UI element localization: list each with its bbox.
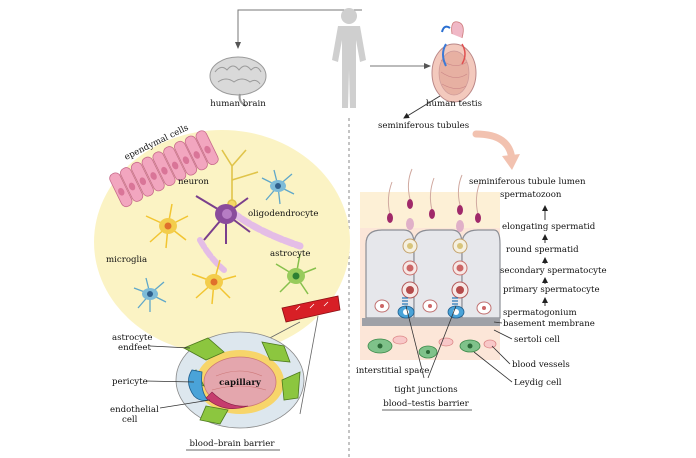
endothelial-pointer	[159, 399, 211, 409]
lumen-label: seminiferous tubule lumen	[469, 177, 586, 187]
microglia-label: microglia	[106, 255, 147, 265]
zoom-line-right	[299, 315, 319, 415]
blood-vessels-label: blood vessels	[512, 360, 570, 370]
spermatogenesis-stage-labels: spermatozoon elongating spermatid round …	[500, 190, 607, 318]
stage-label-spermatogonium: spermatogonium	[503, 308, 577, 318]
astrocyte-green	[275, 253, 317, 295]
sertoli-pointer	[493, 329, 513, 340]
pericyte-pointer	[145, 380, 195, 383]
astrocyte-endfeet-label-line1: astrocyte	[112, 333, 152, 343]
endothelial-label-line1: endothelial	[110, 405, 159, 415]
human-brain-icon	[209, 56, 267, 107]
tight-junctions	[402, 297, 458, 305]
interstitial-space-label: interstitial space	[356, 366, 429, 376]
basement-membrane-label: basement membrane	[503, 319, 595, 329]
oligodendrocyte-cell	[195, 195, 251, 244]
stage-label-secondary-spermatocyte: secondary spermatocyte	[500, 266, 607, 276]
leydig-pointer	[473, 351, 513, 383]
stage-label-primary-spermatocyte: primary spermatocyte	[503, 285, 600, 295]
germ-cell-column-right	[422, 174, 492, 319]
stage-label-spermatozoon: spermatozoon	[500, 190, 562, 200]
zoom-line-left	[265, 321, 301, 341]
brain-tissue-background	[94, 130, 350, 354]
oligodendrocyte-label: oligodendrocyte	[248, 209, 318, 219]
human-testis-label: human testis	[426, 99, 482, 109]
astrocyte-endfeet-label-line2: endfeet	[118, 343, 151, 353]
microglia-cell-upper	[261, 169, 295, 205]
endothelial-cell	[205, 391, 249, 409]
human-silhouette-icon	[332, 8, 366, 108]
astrocyte-label: astrocyte	[270, 249, 310, 259]
germ-cell-column-left	[374, 168, 419, 319]
astrocyte-yellow-center	[191, 259, 237, 305]
myelin-sheath	[197, 237, 227, 273]
tight-junctions-label: tight junctions	[394, 385, 457, 395]
vessel-stripes	[295, 301, 329, 311]
capillary-label: capillary	[219, 378, 262, 388]
curved-arrow-head	[502, 154, 520, 170]
seminiferous-tubules-label: seminiferous tubules	[378, 121, 469, 131]
endfeet-pointer	[149, 345, 191, 349]
human-testis-icon	[431, 21, 477, 103]
leydig-label: Leydig cell	[514, 378, 562, 388]
human-brain-label: human brain	[210, 99, 266, 109]
ependymal-cells	[109, 130, 219, 208]
sertoli-label: sertoli cell	[514, 335, 560, 345]
astrocyte-yellow-left	[145, 203, 189, 249]
basement-membrane-pointer	[493, 321, 503, 324]
leydig-cells	[367, 338, 481, 359]
blood-brain-barrier-label: blood–brain barrier	[190, 439, 276, 449]
top-connector-lines	[235, 9, 431, 69]
tubules-arrow	[403, 95, 441, 119]
blood-vessels-pointer	[491, 345, 511, 365]
blood-testis-barrier-label: blood–testis barrier	[383, 399, 469, 409]
tight-junction-pointers	[405, 305, 457, 379]
endothelial-label-line2: cell	[122, 415, 138, 425]
stage-label-round-spermatid: round spermatid	[506, 245, 579, 255]
neuron-label: neuron	[178, 177, 209, 187]
spermatozoa-tails	[387, 177, 481, 215]
microglia-cell-lower	[133, 277, 167, 312]
spermatozoa-heads	[387, 209, 481, 223]
stage-label-elongating-spermatid: elongating spermatid	[502, 222, 596, 232]
pericyte-cell	[188, 369, 209, 401]
myelinated-axon	[228, 208, 304, 250]
pericyte-label: pericyte	[112, 377, 148, 387]
small-blood-vessel	[281, 295, 341, 323]
